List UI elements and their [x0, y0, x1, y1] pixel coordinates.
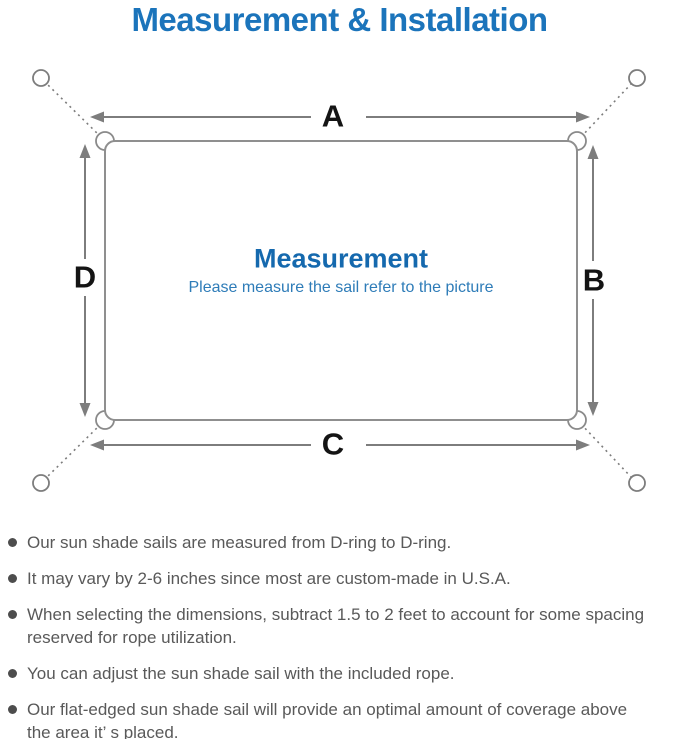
list-item: Our sun shade sails are measured from D-… — [8, 531, 673, 554]
bullet-dot-icon — [8, 610, 17, 619]
arrow-dimension-b — [587, 145, 599, 416]
anchor-point-icon-bottom-right — [628, 474, 646, 492]
list-item: Our flat-edged sun shade sail will provi… — [8, 698, 673, 739]
rope-dashed-line-top-left — [46, 83, 102, 138]
bullet-dot-icon — [8, 538, 17, 547]
arrow-dimension-a — [90, 111, 590, 123]
dimension-label-a: A — [321, 98, 345, 134]
bullet-text: It may vary by 2-6 inches since most are… — [27, 569, 511, 588]
anchor-point-icon-top-left — [32, 69, 50, 87]
dimension-label-b: B — [582, 262, 606, 298]
bullet-dot-icon — [8, 669, 17, 678]
diagram-center-heading: Measurement — [253, 243, 429, 274]
bullet-dot-icon — [8, 705, 17, 714]
anchor-point-icon-bottom-left — [32, 474, 50, 492]
rope-dashed-line-top-right — [580, 83, 632, 138]
dimension-label-c: C — [321, 426, 345, 462]
diagram-center-subtitle: Please measure the sail refer to the pic… — [188, 279, 494, 296]
bullet-text: You can adjust the sun shade sail with t… — [27, 664, 455, 683]
dimension-label-d: D — [73, 259, 97, 295]
list-item: It may vary by 2-6 inches since most are… — [8, 567, 673, 590]
bullet-text: Our sun shade sails are measured from D-… — [27, 533, 452, 552]
rope-dashed-line-bottom-right — [580, 423, 632, 478]
instruction-bullet-list: Our sun shade sails are measured from D-… — [8, 531, 673, 739]
rope-dashed-line-bottom-left — [46, 423, 102, 478]
sail-measurement-diagram — [32, 69, 646, 492]
anchor-point-icon-top-right — [628, 69, 646, 87]
arrow-dimension-d — [79, 144, 91, 417]
bullet-dot-icon — [8, 574, 17, 583]
arrow-dimension-c — [90, 439, 590, 451]
list-item: You can adjust the sun shade sail with t… — [8, 662, 673, 685]
bullet-text: When selecting the dimensions, subtract … — [27, 605, 645, 647]
sail-outline — [104, 140, 578, 421]
page-title: Measurement & Installation — [131, 1, 548, 38]
bullet-text: Our flat-edged sun shade sail will provi… — [27, 700, 628, 739]
list-item: When selecting the dimensions, subtract … — [8, 603, 673, 649]
